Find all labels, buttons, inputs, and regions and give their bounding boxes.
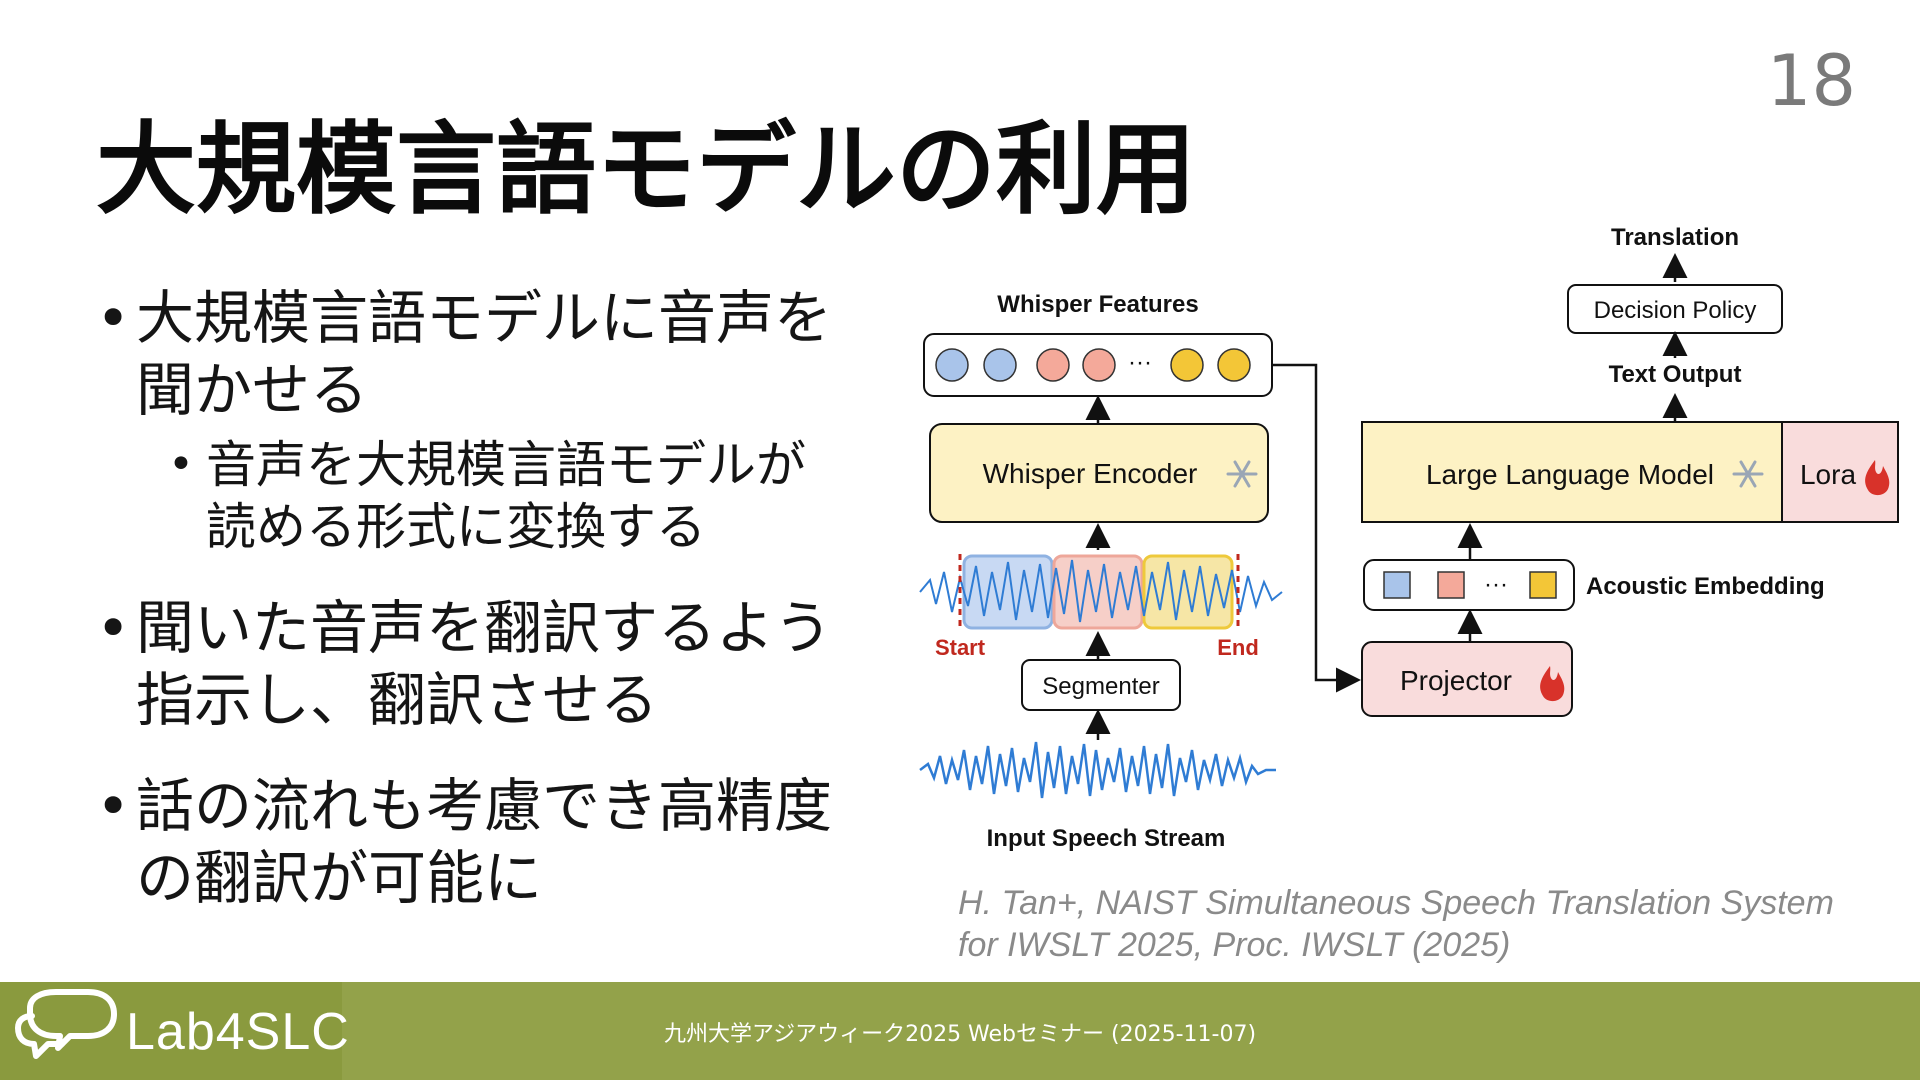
feature-circle-blue bbox=[935, 348, 969, 382]
footer-bar: Lab4SLC 九州大学アジアウィーク2025 Webセミナー (2025-11… bbox=[0, 982, 1920, 1080]
embedding-token-blue bbox=[1383, 571, 1411, 599]
bullet-line: 聞いた音声を翻訳するよう bbox=[136, 594, 833, 662]
logo-text: Lab4SLC bbox=[126, 1003, 350, 1061]
segmenter-label: Segmenter bbox=[1042, 673, 1159, 700]
feature-circle-yellow bbox=[1170, 348, 1204, 382]
slide-title: 大規模言語モデルの利用 bbox=[96, 111, 1196, 228]
feature-ellipsis: ··· bbox=[1128, 349, 1152, 376]
feature-circle-red bbox=[1082, 348, 1116, 382]
acoustic-embedding-label: Acoustic Embedding bbox=[1586, 573, 1825, 600]
bullet-item: 話の流れも考慮でき高精度 の翻訳が可能に bbox=[96, 770, 916, 914]
feature-circle-red bbox=[1036, 348, 1070, 382]
embedding-ellipsis: ··· bbox=[1484, 571, 1508, 598]
feature-circle-yellow bbox=[1217, 348, 1251, 382]
snowflake-icon bbox=[1226, 460, 1258, 488]
embedding-token-yellow bbox=[1529, 571, 1557, 599]
llm-label: Large Language Model bbox=[1426, 459, 1714, 490]
bullet-line: 話の流れも考慮でき高精度 bbox=[136, 772, 833, 840]
footer-text: 九州大学アジアウィーク2025 Webセミナー (2025-11-07) bbox=[663, 1022, 1257, 1047]
logo: Lab4SLC bbox=[0, 982, 349, 1080]
translation-label: Translation bbox=[1611, 224, 1739, 251]
bullet-item: 聞いた音声を翻訳するよう 指示し、翻訳させる bbox=[96, 592, 916, 736]
lora-box bbox=[1781, 421, 1899, 523]
snowflake-icon bbox=[1732, 460, 1764, 488]
sub-bullet-item: 音声を大規模言語モデルが 読める形式に変換する bbox=[96, 434, 916, 558]
architecture-diagram: Translation Decision Policy Text Output … bbox=[919, 224, 1899, 852]
sub-bullet-line: 読める形式に変換する bbox=[206, 498, 706, 556]
lora-label: Lora bbox=[1800, 459, 1856, 490]
features-to-projector-connector bbox=[1272, 363, 1361, 693]
projector-label: Projector bbox=[1400, 665, 1512, 696]
citation-line: H. Tan+, NAIST Simultaneous Speech Trans… bbox=[958, 884, 1834, 922]
end-label: End bbox=[1217, 635, 1259, 660]
citation-line: for IWSLT 2025, Proc. IWSLT (2025) bbox=[958, 926, 1511, 964]
chat-bubbles-icon bbox=[15, 989, 117, 1059]
whisper-features-label: Whisper Features bbox=[997, 291, 1198, 318]
flame-icon bbox=[1865, 460, 1890, 496]
citation: H. Tan+, NAIST Simultaneous Speech Trans… bbox=[958, 882, 1918, 966]
waveform-segmented bbox=[919, 559, 1283, 623]
embedding-token-red bbox=[1437, 571, 1465, 599]
bullet-line: の翻訳が可能に bbox=[136, 844, 543, 912]
text-output-label: Text Output bbox=[1609, 361, 1742, 388]
waveform-input bbox=[919, 741, 1276, 799]
segmented-waveform: Start End bbox=[919, 554, 1283, 660]
whisper-encoder-label: Whisper Encoder bbox=[983, 458, 1198, 489]
feature-circle-blue bbox=[983, 348, 1017, 382]
bullet-line: 大規模言語モデルに音声を bbox=[136, 284, 833, 352]
bullet-line: 聞かせる bbox=[136, 356, 369, 424]
decision-policy-label: Decision Policy bbox=[1594, 297, 1757, 324]
bullet-list: 大規模言語モデルに音声を 聞かせる 音声を大規模言語モデルが 読める形式に変換す… bbox=[96, 282, 916, 948]
flame-icon bbox=[1540, 666, 1565, 702]
projector-box bbox=[1361, 641, 1573, 717]
slide-number: 18 bbox=[1766, 40, 1856, 122]
bullet-line: 指示し、翻訳させる bbox=[136, 666, 659, 734]
whisper-encoder-box bbox=[929, 423, 1269, 523]
start-label: Start bbox=[935, 635, 986, 660]
input-speech-stream-label: Input Speech Stream bbox=[987, 825, 1226, 852]
sub-bullet-line: 音声を大規模言語モデルが bbox=[206, 436, 806, 494]
bullet-item: 大規模言語モデルに音声を 聞かせる bbox=[96, 282, 916, 426]
